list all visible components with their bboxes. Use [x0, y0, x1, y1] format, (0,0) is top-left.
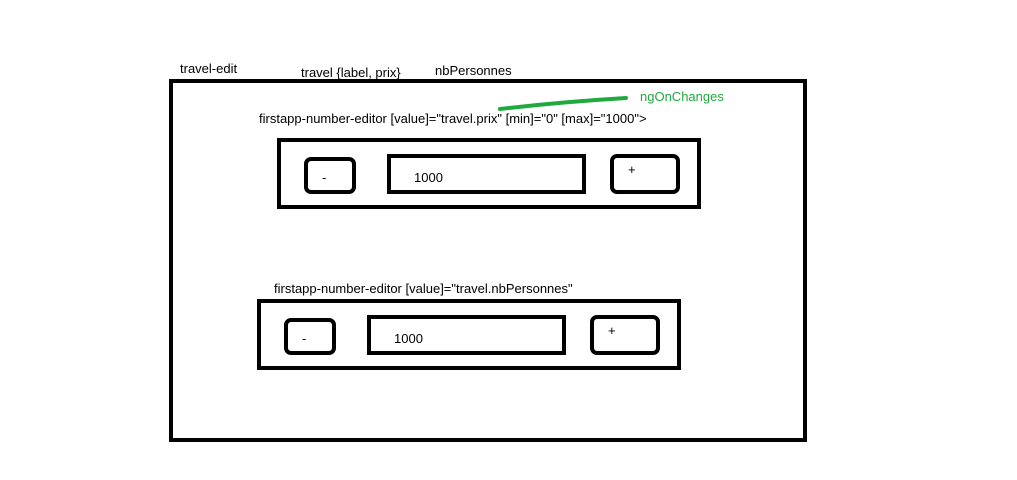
input-label-travel: travel {label, prix} — [301, 65, 401, 80]
number-editor-nb-personnes — [257, 299, 681, 370]
decrement-button[interactable]: - — [284, 318, 336, 355]
editor-caption-prix: firstapp-number-editor [value]="travel.p… — [259, 111, 647, 126]
value-field[interactable]: 1000 — [367, 315, 566, 355]
plus-label: + — [628, 162, 636, 177]
value-text: 1000 — [394, 331, 423, 346]
plus-label: + — [608, 323, 616, 338]
component-label-travel-edit: travel-edit — [180, 61, 238, 76]
number-editor-prix — [277, 138, 701, 209]
minus-label: - — [322, 170, 327, 185]
travel-edit-container — [169, 79, 807, 442]
increment-button[interactable]: + — [590, 315, 660, 355]
increment-button[interactable]: + — [610, 154, 680, 194]
value-field[interactable]: 1000 — [387, 154, 586, 194]
value-text: 1000 — [414, 170, 443, 185]
minus-label: - — [302, 331, 307, 346]
input-label-nb-personnes: nbPersonnes — [435, 63, 512, 78]
editor-caption-nb-personnes: firstapp-number-editor [value]="travel.n… — [274, 281, 573, 296]
ng-on-changes-label: ngOnChanges — [640, 89, 724, 104]
decrement-button[interactable]: - — [304, 157, 356, 194]
